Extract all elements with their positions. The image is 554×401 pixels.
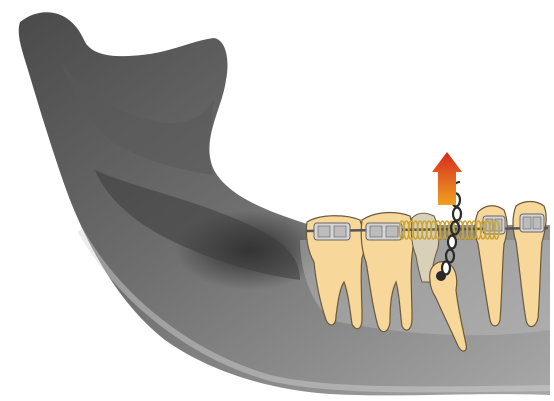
bracket-molar-left xyxy=(314,223,350,240)
mandible-radiograph xyxy=(19,12,550,395)
direction-arrow xyxy=(432,152,462,205)
chain-link xyxy=(453,208,461,221)
bracket-molar-right xyxy=(366,223,402,240)
bonded-attachment xyxy=(436,271,446,281)
bracket-premolar-3 xyxy=(520,214,544,232)
chain-link xyxy=(448,236,456,249)
